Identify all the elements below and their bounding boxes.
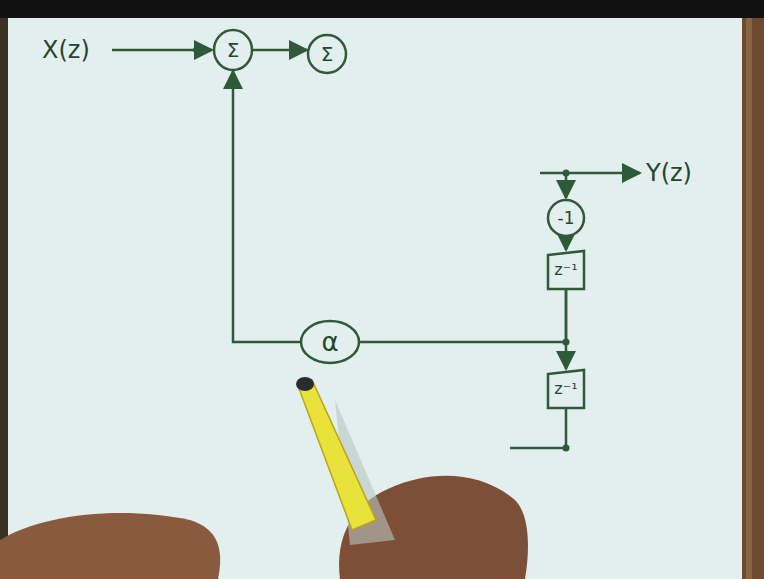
node-text: Σ [321,44,334,64]
board-frame [742,18,764,579]
feedback-wire [565,173,568,198]
signal-connector [233,71,300,342]
summing-junction: Σ [307,34,347,74]
top-border [0,0,764,18]
output-wire [540,172,640,175]
left-border [0,18,8,579]
summing-junction: Σ [213,29,253,71]
node-text: α [321,329,338,355]
node-text: z⁻¹ [554,381,577,397]
frame-highlight [746,18,752,579]
delay-block-border [548,251,584,289]
output-signal-label: Y(z) [646,161,692,185]
pen-tip [296,377,314,391]
gain-circle: -1 [547,199,585,237]
signal-connector [253,49,307,52]
gain-circle-border [548,200,584,236]
coefficient-circle-border [301,321,359,363]
delay-block: z⁻¹ [547,369,585,409]
delay-block-border [548,370,584,408]
delay-block: z⁻¹ [547,250,585,290]
signal-connector [360,290,566,342]
marker-pen [298,380,376,530]
summing-junction-border [308,35,346,73]
input-signal-label: X(z) [42,38,90,62]
node-text: -1 [558,210,575,227]
coefficient-circle: α [300,320,360,364]
left-hand [0,513,220,579]
summing-junction-border [214,30,252,70]
node-text: z⁻¹ [554,262,577,278]
junction-dot [193,47,199,53]
signal-connector [565,237,568,250]
tap-wire [510,409,566,448]
junction-dot [563,445,570,452]
node-text: Σ [227,40,240,60]
